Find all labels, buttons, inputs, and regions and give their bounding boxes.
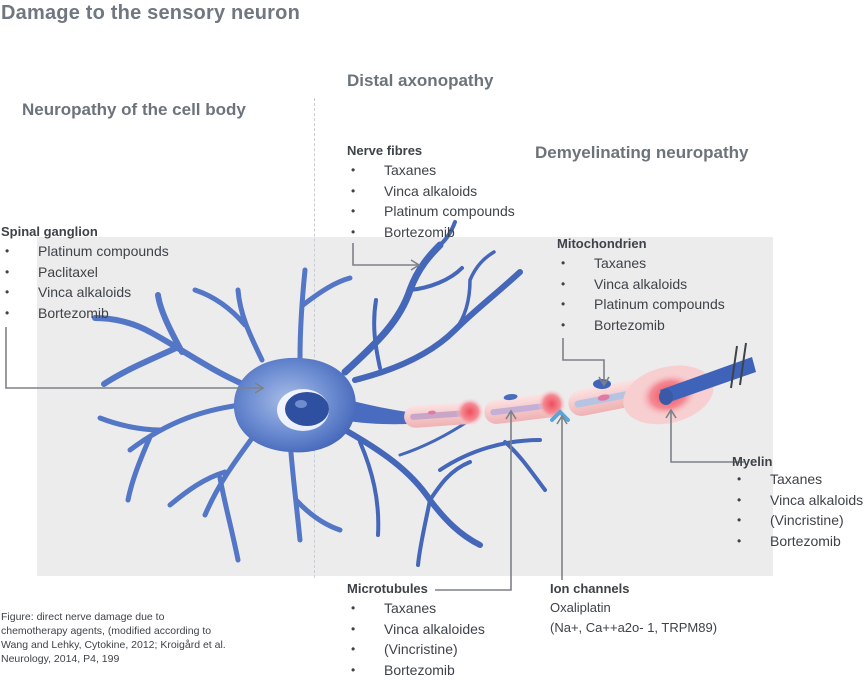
list-item: (Vincristine) [737,510,863,531]
nerve-fibre-branches [341,220,523,383]
ion-channels-line: (Na+, Ca++a2o- 1, TRPM89) [550,620,718,635]
lower-branches [342,418,547,567]
pointer-spinal-ganglion [5,327,265,394]
list-item: Taxanes [351,598,485,619]
group-title-mitochondrien: Mitochondrien [557,236,647,251]
list-item: Bortezomib [351,660,485,681]
list-item: (Vincristine) [351,639,485,660]
list-microtubules: Taxanes Vinca alkaloides (Vincristine) B… [347,598,485,680]
page-title: Damage to the sensory neuron [1,2,300,24]
list-item: Platinum compounds [351,201,515,222]
list-item: Platinum compounds [561,294,725,315]
group-nerve-fibres: Nerve fibres Taxanes Vinca alkaloids Pla… [347,143,515,242]
list-mitochondrien: Taxanes Vinca alkaloids Platinum compoun… [557,253,725,335]
section-heading-demyelinating: Demyelinating neuropathy [535,143,749,162]
list-myelin: Taxanes Vinca alkaloids (Vincristine) Bo… [732,469,863,551]
list-item: Vinca alkaloids [5,282,169,303]
list-item: Taxanes [561,253,725,274]
group-ion-channels: Ion channels Oxaliplatin (Na+, Ca++a2o- … [550,581,717,638]
pointer-microtubules [435,409,517,591]
pointer-ion-channels [556,414,568,580]
group-title-spinal-ganglion: Spinal ganglion [1,224,98,239]
list-item: Vinca alkaloids [351,181,515,202]
group-myelin: Myelin Taxanes Vinca alkaloids (Vincrist… [732,454,863,551]
figure-caption: Figure: direct nerve damage due to chemo… [1,611,226,665]
list-item: Bortezomib [351,222,515,243]
list-item: Taxanes [737,469,863,490]
section-heading-cell-body: Neuropathy of the cell body [22,100,246,119]
list-item: Bortezomib [737,531,863,552]
list-item: Bortezomib [5,303,169,324]
myelinated-axon [404,342,756,428]
group-title-nerve-fibres: Nerve fibres [347,143,423,158]
list-nerve-fibres: Taxanes Vinca alkaloids Platinum compoun… [347,160,515,242]
pointer-lines [5,243,744,591]
list-item: Paclitaxel [5,262,169,283]
pointer-mitochondrien [562,338,610,387]
list-item: Vinca alkaloids [737,490,863,511]
group-microtubules: Microtubules Taxanes Vinca alkaloides (V… [347,581,485,680]
ion-channels-line: Oxaliplatin [550,600,611,615]
pointer-nerve-fibres [352,243,421,271]
list-spinal-ganglion: Platinum compounds Paclitaxel Vinca alka… [1,241,169,323]
group-title-myelin: Myelin [732,454,773,469]
list-item: Bortezomib [561,315,725,336]
group-mitochondrien: Mitochondrien Taxanes Vinca alkaloids Pl… [557,236,725,335]
list-item: Vinca alkaloids [561,274,725,295]
section-divider [314,98,315,578]
section-heading-distal-axonopathy: Distal axonopathy [347,71,494,90]
group-title-ion-channels: Ion channels [550,581,630,596]
list-item: Taxanes [351,160,515,181]
list-item: Platinum compounds [5,241,169,262]
pointer-myelin [665,408,744,463]
group-title-microtubules: Microtubules [347,581,428,596]
cell-body [233,357,356,453]
group-spinal-ganglion: Spinal ganglion Platinum compounds Pacli… [1,224,169,323]
list-item: Vinca alkaloides [351,619,485,640]
